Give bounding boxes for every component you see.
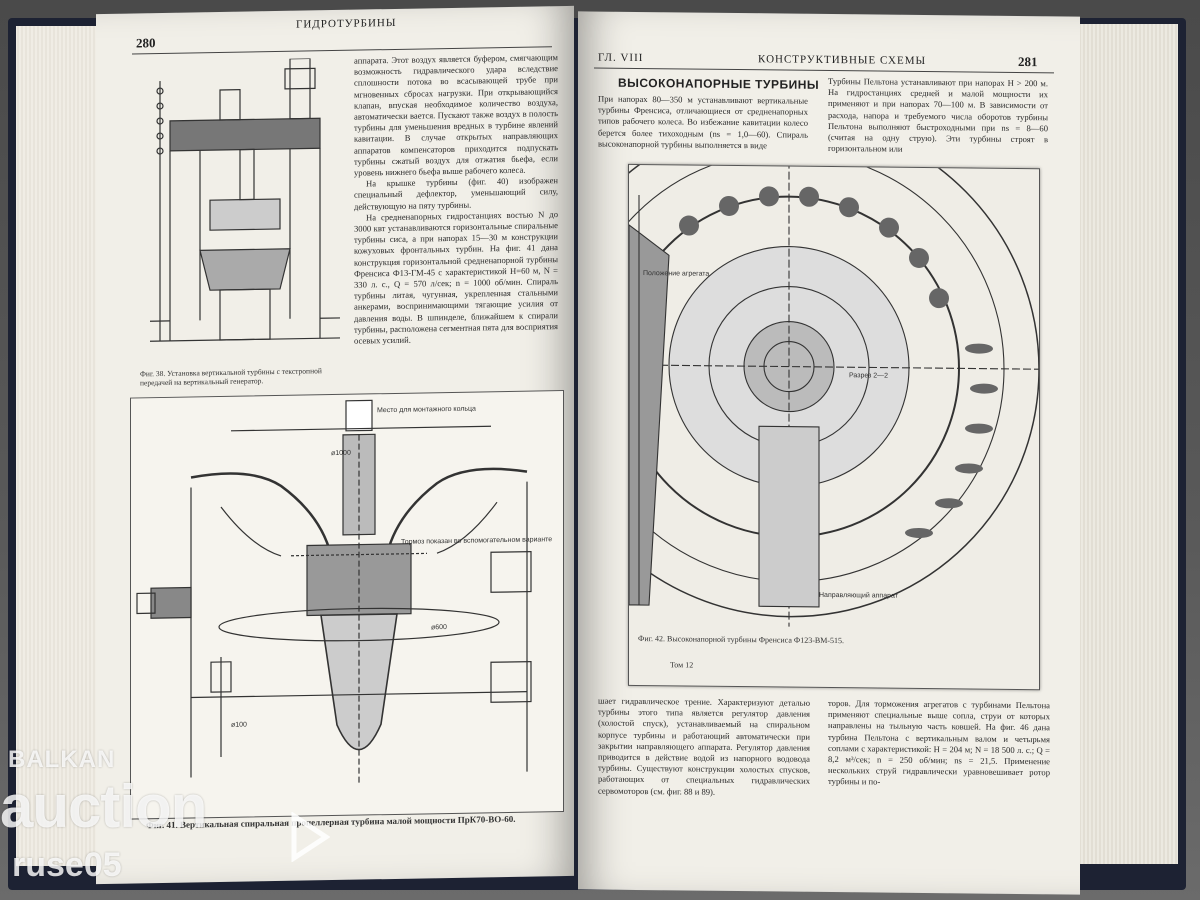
vertical-turbine-drawing bbox=[150, 57, 340, 342]
right-text-left-bottom: шает гидравлическое трение. Характеризую… bbox=[598, 695, 810, 797]
label-dim-mid: ø600 bbox=[431, 624, 447, 631]
watermark-arrow-icon bbox=[291, 812, 330, 862]
left-paragraph-2: На крышке турбины (фиг. 40) изображен сп… bbox=[354, 175, 558, 212]
left-page: 280 ГИДРОТУРБИНЫ bbox=[96, 5, 574, 885]
left-running-head: ГИДРОТУРБИНЫ bbox=[296, 16, 397, 31]
right-page-edges bbox=[1070, 24, 1178, 864]
watermark-ruse: ruse05 bbox=[12, 846, 122, 884]
propeller-turbine-drawing: Место для монтажного кольца Тормоз показ… bbox=[136, 399, 552, 785]
label-dim-low: ø100 bbox=[231, 722, 247, 729]
left-paragraph-3: На средненапорных гидростанциях востью N… bbox=[354, 208, 558, 346]
right-running-head-center: КОНСТРУКТИВНЫЕ СХЕМЫ bbox=[758, 53, 927, 68]
right-text-right-top: Турбины Пельтона устанавливают при напор… bbox=[828, 75, 1048, 154]
section-title: ВЫСОКОНАПОРНЫЕ ТУРБИНЫ bbox=[618, 75, 820, 92]
figure-42-drawing: Положение агрегата Разрез 2—2 Направляющ… bbox=[578, 115, 1040, 691]
left-paragraph-1: аппарата. Этот воздух является буфером, … bbox=[354, 52, 558, 178]
figure-38-drawing bbox=[140, 57, 346, 362]
watermark-balkan: BALKAN bbox=[8, 746, 116, 773]
figure-41-drawing: Место для монтажного кольца Тормоз показ… bbox=[130, 390, 564, 820]
label-side-note: Тормоз показан во вспомогательном вариан… bbox=[401, 536, 552, 546]
label-top-note: Место для монтажного кольца bbox=[377, 406, 476, 415]
label-guide: Направляющий аппарат bbox=[819, 591, 899, 600]
figure-38-caption: Фиг. 38. Установка вертикальной турбины … bbox=[140, 366, 322, 388]
figure-volume-label: Том 12 bbox=[670, 660, 694, 670]
header-rule bbox=[594, 67, 1054, 74]
right-page-number: 281 bbox=[1018, 53, 1038, 70]
watermark-auction: auction bbox=[0, 773, 207, 840]
right-text-right-bottom: торов. Для торможения агрегатов с турбин… bbox=[828, 697, 1050, 787]
left-text-column: аппарата. Этот воздух является буфером, … bbox=[354, 52, 558, 396]
label-dim-top: ø1000 bbox=[331, 450, 351, 457]
right-page: ГЛ. VIII КОНСТРУКТИВНЫЕ СХЕМЫ 281 ВЫСОКО… bbox=[578, 11, 1080, 895]
label-position: Положение агрегата bbox=[643, 270, 709, 278]
label-section: Разрез 2—2 bbox=[849, 372, 888, 379]
right-running-head-left: ГЛ. VIII bbox=[598, 51, 644, 65]
high-head-turbine-drawing: Положение агрегата Разрез 2—2 Направляющ… bbox=[578, 115, 1040, 627]
left-page-number: 280 bbox=[136, 35, 156, 51]
